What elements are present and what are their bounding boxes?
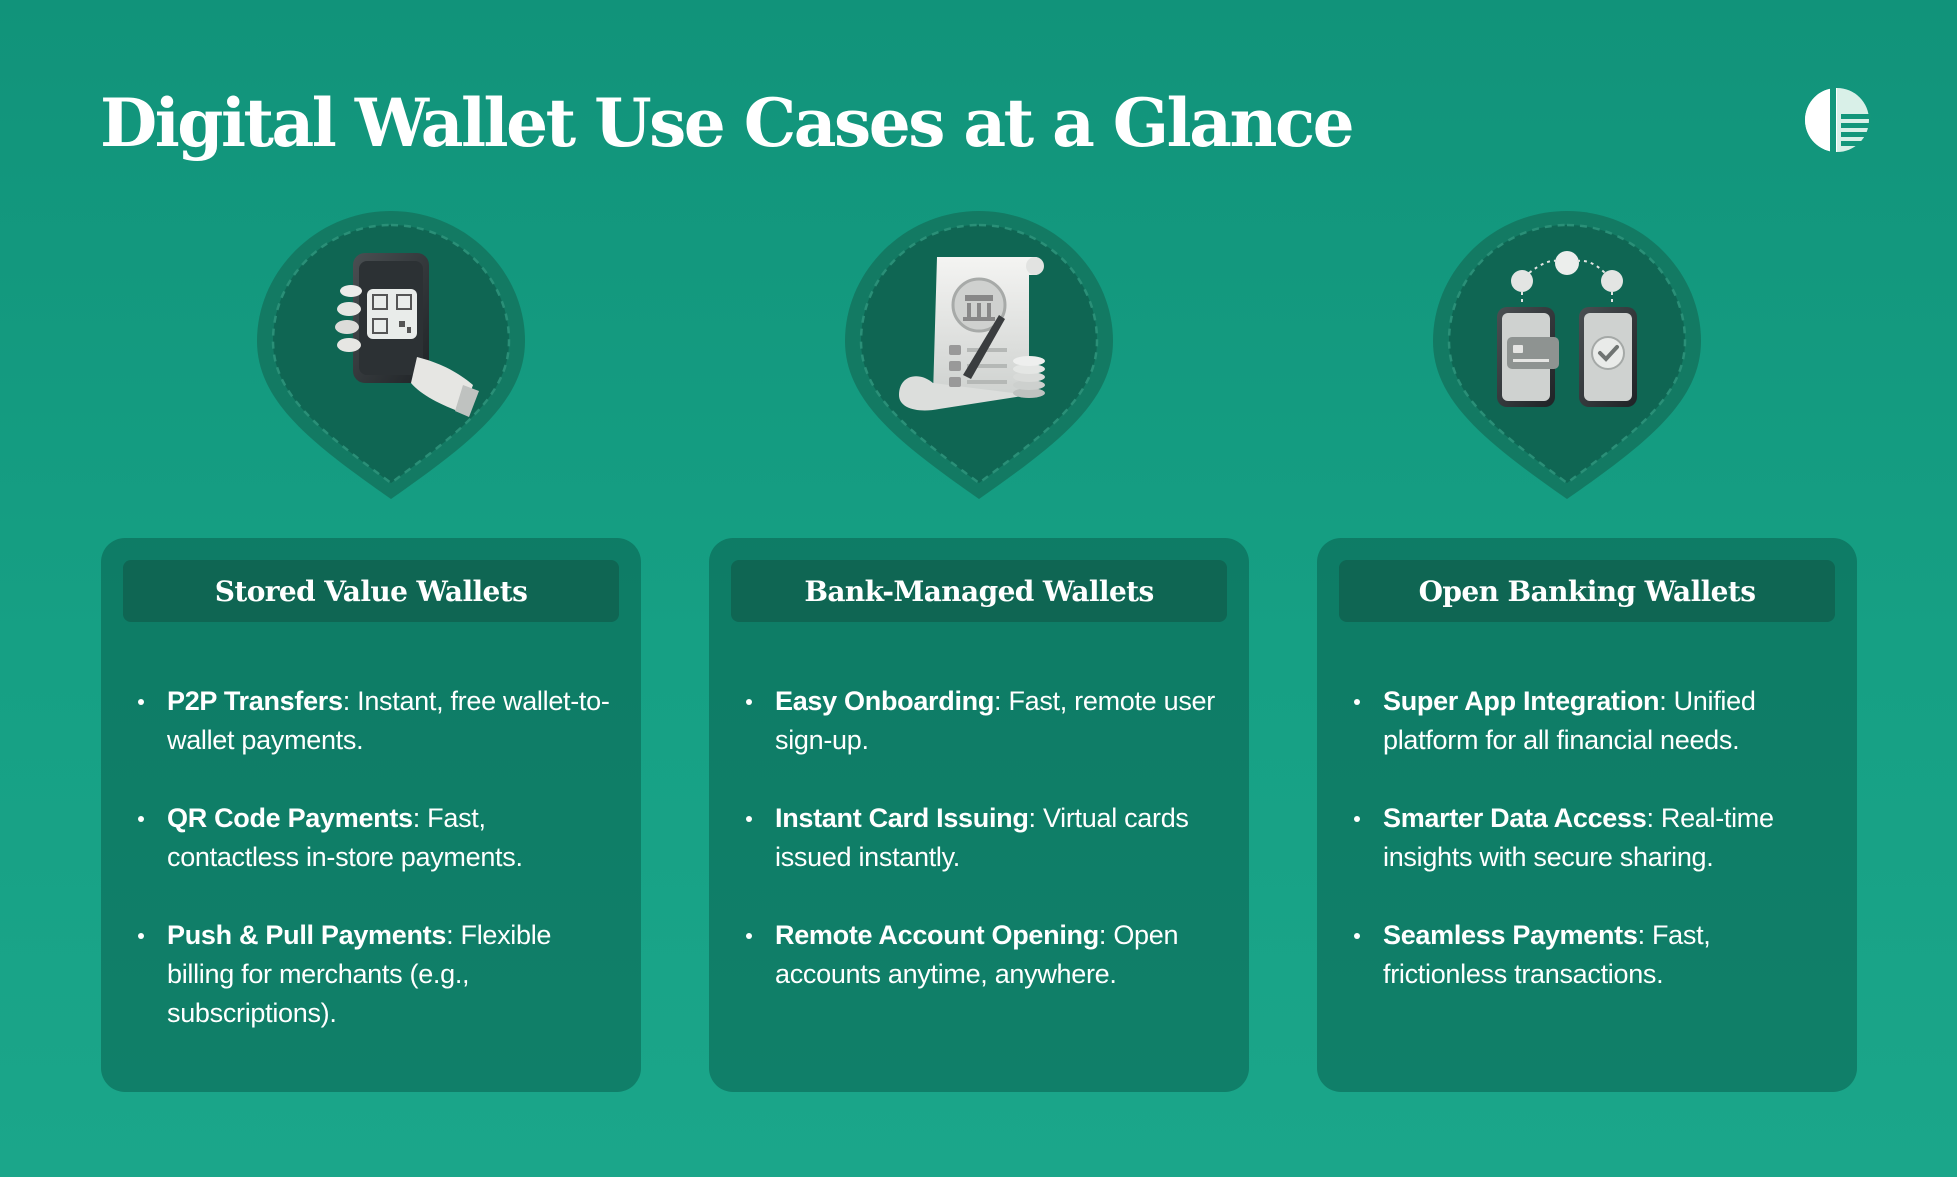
list-item: Push & Pull Payments: Flexible billing f…: [123, 916, 623, 1033]
feature-desc: : Fast, remote user sign-up.: [775, 686, 1215, 755]
phone-transfer-icon: [1467, 245, 1667, 425]
card-open-banking-wallets: Open Banking Wallets Super App Integrati…: [1317, 538, 1857, 1092]
feature-term: Push & Pull Payments: [167, 920, 447, 950]
feature-desc: : Open accounts anytime, anywhere.: [775, 920, 1179, 989]
feature-term: Smarter Data Access: [1383, 803, 1647, 833]
feature-term: Super App Integration: [1383, 686, 1660, 716]
feature-term: QR Code Payments: [167, 803, 413, 833]
feature-desc: : Fast, frictionless transactions.: [1383, 920, 1711, 989]
bank-document-icon: [879, 245, 1079, 425]
card-bank-managed-wallets: Bank-Managed Wallets Easy Onboarding: Fa…: [709, 538, 1249, 1092]
list-item: Instant Card Issuing: Virtual cards issu…: [731, 799, 1231, 877]
pin-stored-value: [251, 205, 531, 505]
feature-term: Instant Card Issuing: [775, 803, 1029, 833]
card-stored-value-wallets: Stored Value Wallets P2P Transfers: Inst…: [101, 538, 641, 1092]
feature-list: P2P Transfers: Instant, free wallet-to-w…: [123, 682, 623, 1072]
feature-desc: : Real-time insights with secure sharing…: [1383, 803, 1774, 872]
feature-desc: : Fast, contactless in-store payments.: [167, 803, 523, 872]
list-item: Easy Onboarding: Fast, remote user sign-…: [731, 682, 1231, 760]
feature-term: Remote Account Opening: [775, 920, 1099, 950]
feature-desc: : Instant, free wallet-to-wallet payment…: [167, 686, 610, 755]
page-title: Digital Wallet Use Cases at a Glance: [100, 84, 1355, 162]
list-item: P2P Transfers: Instant, free wallet-to-w…: [123, 682, 623, 760]
feature-list: Easy Onboarding: Fast, remote user sign-…: [731, 682, 1231, 1033]
feature-term: P2P Transfers: [167, 686, 343, 716]
pin-bank-managed: [839, 205, 1119, 505]
list-item: QR Code Payments: Fast, contactless in-s…: [123, 799, 623, 877]
list-item: Seamless Payments: Fast, frictionless tr…: [1339, 916, 1839, 994]
pin-open-banking: [1427, 205, 1707, 505]
list-item: Remote Account Opening: Open accounts an…: [731, 916, 1231, 994]
phone-qr-code-icon: [291, 245, 491, 425]
feature-desc: : Virtual cards issued instantly.: [775, 803, 1189, 872]
feature-term: Seamless Payments: [1383, 920, 1638, 950]
feature-desc: : Flexible billing for merchants (e.g., …: [167, 920, 552, 1028]
list-item: Smarter Data Access: Real-time insights …: [1339, 799, 1839, 877]
card-title: Open Banking Wallets: [1339, 560, 1835, 622]
card-title: Bank-Managed Wallets: [731, 560, 1227, 622]
card-title: Stored Value Wallets: [123, 560, 619, 622]
feature-desc: : Unified platform for all financial nee…: [1383, 686, 1756, 755]
feature-term: Easy Onboarding: [775, 686, 995, 716]
list-item: Super App Integration: Unified platform …: [1339, 682, 1839, 760]
feature-list: Super App Integration: Unified platform …: [1339, 682, 1839, 1033]
company-logo-icon: [1803, 86, 1871, 154]
